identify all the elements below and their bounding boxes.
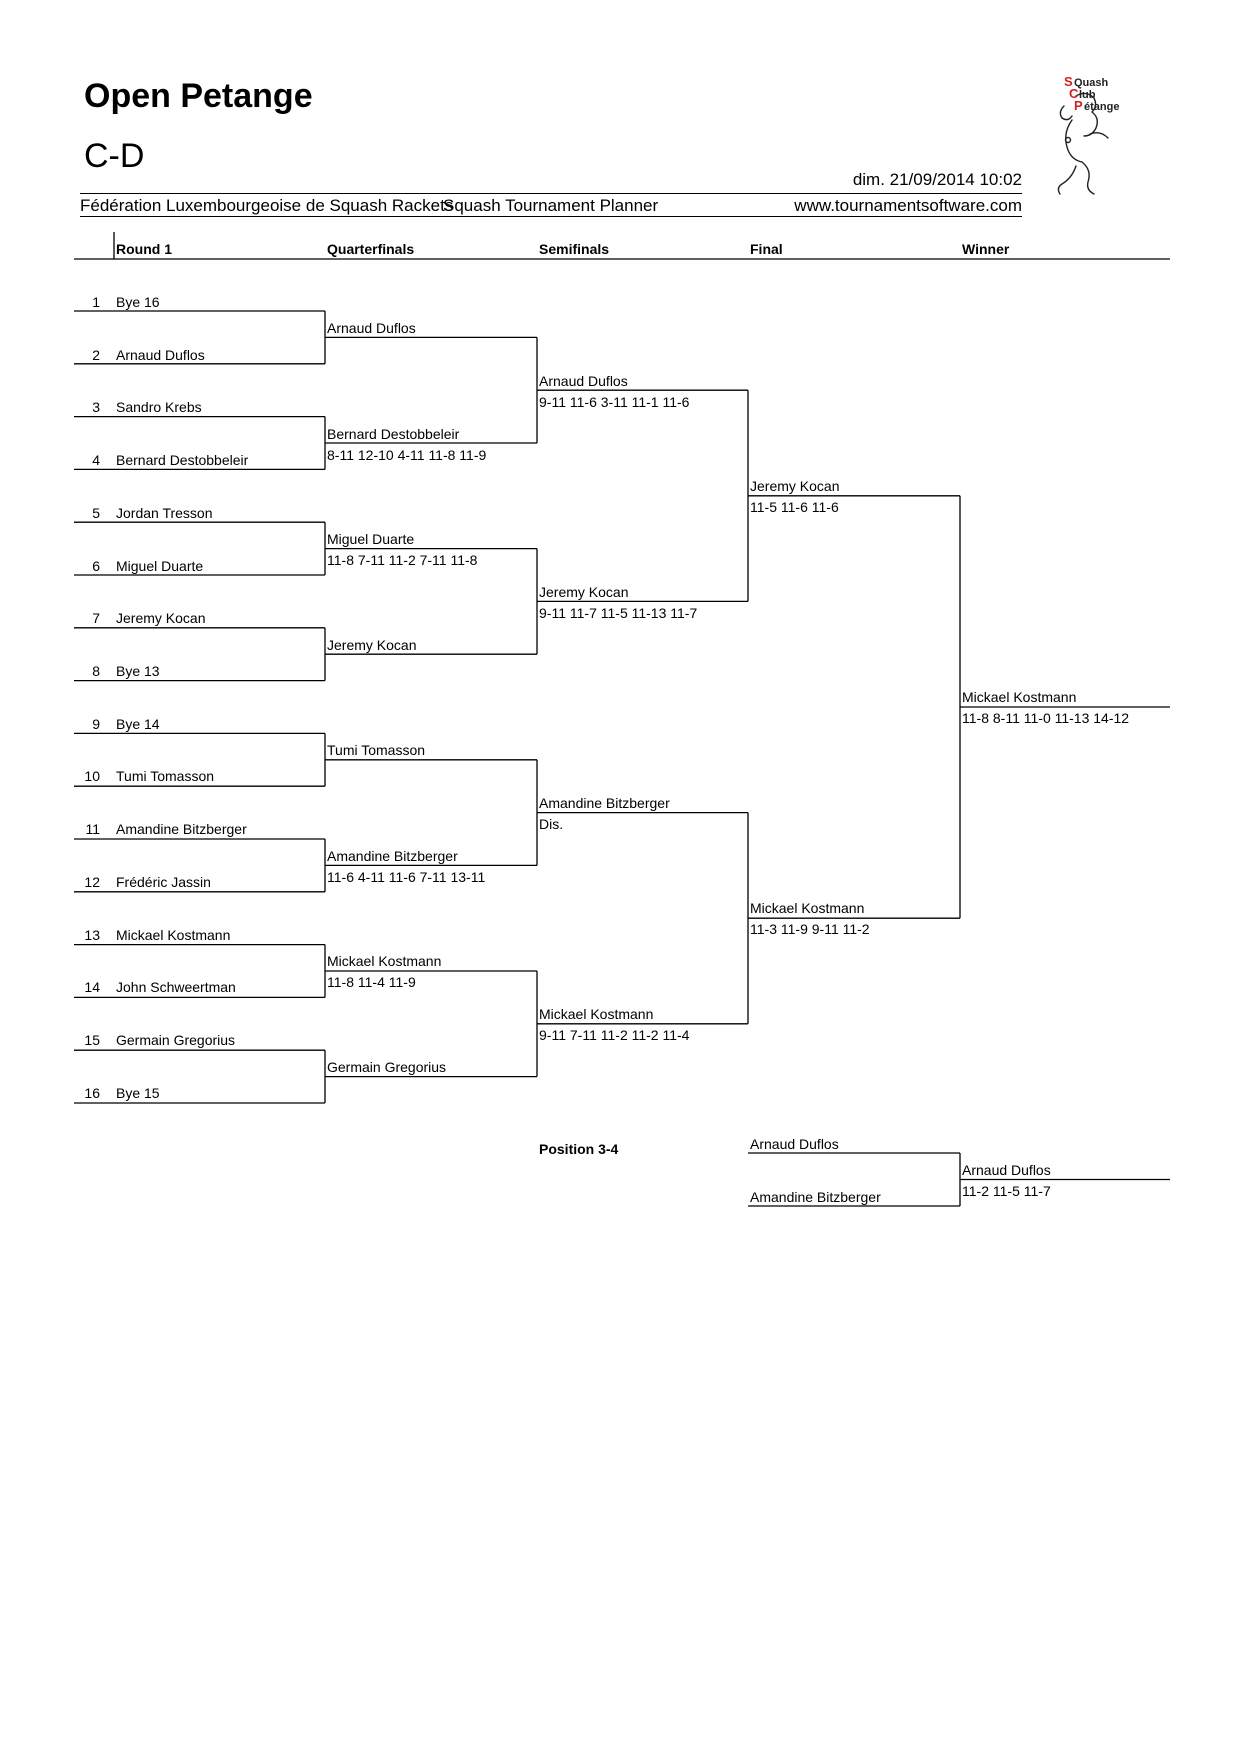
seed-number: 5 <box>92 505 100 521</box>
semifinal-score: Dis. <box>539 816 564 832</box>
round1-player: Sandro Krebs <box>116 399 202 415</box>
svg-text:S: S <box>1064 74 1073 89</box>
quarterfinal-winner: Miguel Duarte <box>327 531 415 547</box>
semifinal-score: 9-11 11-7 11-5 11-13 11-7 <box>539 605 698 621</box>
round-header-winner: Winner <box>962 241 1010 257</box>
final-score: 11-3 11-9 9-11 11-2 <box>750 921 870 937</box>
planner-name: Squash Tournament Planner <box>443 196 659 215</box>
software-url: www.tournamentsoftware.com <box>794 196 1022 215</box>
seed-number: 4 <box>92 452 100 468</box>
semifinal-winner: Arnaud Duflos <box>539 373 628 389</box>
round1-player: Mickael Kostmann <box>116 927 231 943</box>
round1-player: Bye 14 <box>116 716 160 732</box>
seed-number: 8 <box>92 663 100 679</box>
quarterfinal-winner: Jeremy Kocan <box>327 637 417 653</box>
svg-text:P: P <box>1074 98 1083 113</box>
svg-text:étange: étange <box>1084 101 1119 113</box>
position34-winner: Arnaud Duflos <box>962 1162 1051 1178</box>
round1-player: Bernard Destobbeleir <box>116 452 249 468</box>
semifinal-winner: Jeremy Kocan <box>539 584 629 600</box>
seed-number: 9 <box>92 716 100 732</box>
position34-player: Amandine Bitzberger <box>750 1189 881 1205</box>
svg-text:C: C <box>1069 86 1079 101</box>
round1-player: John Schweertman <box>116 979 236 995</box>
page-title: Open Petange <box>84 77 313 115</box>
position34-winner-score: 11-2 11-5 11-7 <box>962 1183 1051 1199</box>
round1-player: Miguel Duarte <box>116 558 204 574</box>
round-header-round1: Round 1 <box>116 241 172 257</box>
semifinal-score: 9-11 11-6 3-11 11-1 11-6 <box>539 394 690 410</box>
svg-text:Quash: Quash <box>1074 77 1109 89</box>
semifinal-winner: Amandine Bitzberger <box>539 795 670 811</box>
position34-player: Arnaud Duflos <box>750 1136 839 1152</box>
quarterfinal-score: 11-8 7-11 11-2 7-11 11-8 <box>327 552 478 568</box>
round1-player: Jordan Tresson <box>116 505 213 521</box>
quarterfinal-winner: Arnaud Duflos <box>327 320 416 336</box>
header-rule-bottom <box>80 216 1022 217</box>
player-head-icon <box>1075 92 1099 137</box>
seed-number: 1 <box>92 294 100 310</box>
seed-number: 3 <box>92 399 100 415</box>
final-score: 11-5 11-6 11-6 <box>750 499 839 515</box>
quarterfinal-score: 11-6 4-11 11-6 7-11 13-11 <box>327 869 486 885</box>
round1-player: Germain Gregorius <box>116 1032 236 1048</box>
federation-name: Fédération Luxembourgeoise de Squash Rac… <box>80 196 454 215</box>
seed-number: 12 <box>84 874 100 890</box>
seed-number: 13 <box>84 927 100 943</box>
header-rule-top <box>80 193 1022 194</box>
seed-number: 14 <box>84 979 100 995</box>
seed-number: 6 <box>92 558 100 574</box>
seed-number: 15 <box>84 1032 100 1048</box>
quarterfinal-winner: Bernard Destobbeleir <box>327 426 460 442</box>
draw-subtitle: C-D <box>84 137 145 175</box>
squash-club-logo: S Quash C lub P étange <box>1057 74 1119 195</box>
quarterfinal-winner: Amandine Bitzberger <box>327 848 458 864</box>
final-winner: Jeremy Kocan <box>750 478 840 494</box>
quarterfinal-winner: Tumi Tomasson <box>327 742 426 758</box>
seed-number: 7 <box>92 610 100 626</box>
position34-label: Position 3-4 <box>539 1141 619 1157</box>
round-header-quarterfinals: Quarterfinals <box>327 241 415 257</box>
round1-player: Tumi Tomasson <box>116 768 215 784</box>
quarterfinal-score: 11-8 11-4 11-9 <box>327 974 416 990</box>
round-header-semifinals: Semifinals <box>539 241 610 257</box>
round1-player: Bye 16 <box>116 294 160 310</box>
round1-player: Jeremy Kocan <box>116 610 206 626</box>
round1-player: Amandine Bitzberger <box>116 821 247 837</box>
svg-text:lub: lub <box>1079 89 1096 101</box>
seed-number: 10 <box>84 768 100 784</box>
seed-number: 16 <box>84 1085 100 1101</box>
tournament-winner-score: 11-8 8-11 11-0 11-13 14-12 <box>962 710 1130 726</box>
seed-number: 2 <box>92 347 100 363</box>
round1-player: Bye 15 <box>116 1085 160 1101</box>
final-winner: Mickael Kostmann <box>750 900 865 916</box>
print-datetime: dim. 21/09/2014 10:02 <box>852 170 1022 189</box>
tournament-winner: Mickael Kostmann <box>962 689 1077 705</box>
semifinal-score: 9-11 7-11 11-2 11-2 11-4 <box>539 1027 690 1043</box>
round-header-final: Final <box>750 241 783 257</box>
quarterfinal-winner: Germain Gregorius <box>327 1059 447 1075</box>
round1-player: Arnaud Duflos <box>116 347 205 363</box>
quarterfinal-winner: Mickael Kostmann <box>327 953 442 969</box>
semifinal-winner: Mickael Kostmann <box>539 1006 654 1022</box>
seed-number: 11 <box>85 821 100 837</box>
round1-player: Bye 13 <box>116 663 160 679</box>
round1-player: Frédéric Jassin <box>116 874 211 890</box>
quarterfinal-score: 8-11 12-10 4-11 11-8 11-9 <box>327 447 487 463</box>
